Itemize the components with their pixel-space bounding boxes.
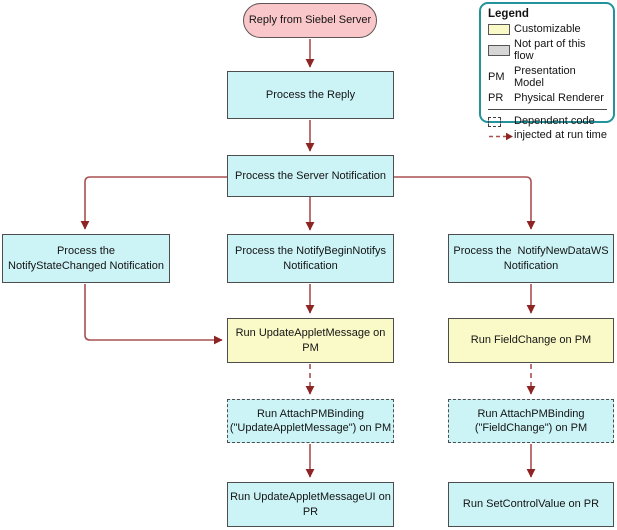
legend-item-customizable: Customizable (488, 23, 607, 35)
legend-divider (488, 109, 607, 110)
reply-from-siebel-server-label: Reply from Siebel Server (248, 14, 372, 27)
pr-label: Physical Renderer (514, 92, 604, 104)
notify-new-data-ws-node: Process the NotifyNewDataWS Notification (448, 234, 614, 283)
notify-begin-notifys-label: Process the NotifyBeginNotifys Notificat… (234, 245, 386, 272)
run-update-applet-message-node: Run UpdateAppletMessage on PM (227, 318, 394, 363)
attach-pm-binding-field-change-label: Run AttachPMBinding ("FieldChange") on P… (474, 407, 588, 434)
customizable-swatch-icon (488, 23, 510, 35)
legend-title: Legend (488, 8, 529, 20)
legend-item-dependent-code: Dependent code injected at run time (488, 115, 607, 143)
arrow-state-changed-to-update-applet-message (84, 284, 223, 345)
attach-pm-binding-field-change-node: Run AttachPMBinding ("FieldChange") on P… (448, 399, 614, 443)
not-part-of-flow-label: Not part of this flow (514, 38, 586, 62)
legend-panel: Legend Customizable Not part of this flo… (479, 2, 615, 141)
injected-dashed-arrow-icon (489, 132, 513, 141)
legend-item-pm: PM Presentation Model (488, 65, 607, 89)
process-server-notification-node: Process the Server Notification (227, 155, 394, 197)
process-reply-label: Process the Reply (265, 88, 356, 101)
process-reply-node: Process the Reply (227, 71, 394, 119)
arrow-server-notification-to-state-changed (80, 176, 227, 230)
pm-abbr: PM (488, 71, 505, 83)
legend-item-not-part-of-flow: Not part of this flow (488, 38, 607, 62)
notify-begin-notifys-node: Process the NotifyBeginNotifys Notificat… (227, 234, 394, 283)
dependent-code-box-icon (488, 117, 501, 127)
pr-abbr: PR (488, 92, 504, 104)
run-field-change-label: Run FieldChange on PM (470, 334, 592, 347)
legend-item-pr: PR Physical Renderer (488, 92, 607, 104)
run-field-change-node: Run FieldChange on PM (448, 318, 614, 363)
run-update-applet-message-ui-label: Run UpdateAppletMessageUI on PR (230, 491, 391, 518)
notify-state-changed-label: Process the NotifyStateChanged Notificat… (8, 245, 164, 272)
customizable-label: Customizable (514, 23, 581, 35)
reply-from-siebel-server-node: Reply from Siebel Server (243, 3, 377, 38)
run-set-control-value-node: Run SetControlValue on PR (448, 482, 614, 527)
not-part-of-flow-swatch-icon (488, 44, 510, 56)
run-update-applet-message-label: Run UpdateAppletMessage on PM (235, 327, 386, 354)
notify-new-data-ws-label: Process the NotifyNewDataWS Notification (453, 245, 609, 272)
attach-pm-binding-update-applet-message-node: Run AttachPMBinding ("UpdateAppletMessag… (227, 399, 394, 443)
attach-pm-binding-update-applet-message-label: Run AttachPMBinding ("UpdateAppletMessag… (229, 407, 392, 434)
pm-label: Presentation Model (514, 65, 576, 89)
run-update-applet-message-ui-node: Run UpdateAppletMessageUI on PR (227, 482, 394, 527)
dependent-code-label: Dependent code injected at run time (514, 115, 607, 141)
process-server-notification-label: Process the Server Notification (234, 169, 386, 182)
arrow-server-notification-to-new-data-ws (394, 176, 536, 230)
notify-state-changed-node: Process the NotifyStateChanged Notificat… (2, 234, 170, 283)
run-set-control-value-label: Run SetControlValue on PR (462, 498, 600, 511)
